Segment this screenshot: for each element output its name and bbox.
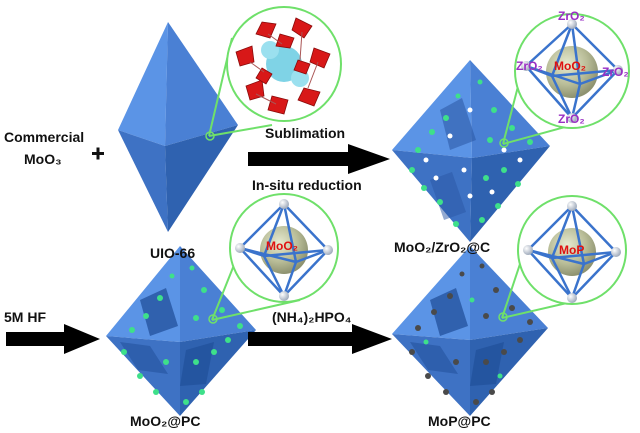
uio66-crystal-structure — [235, 17, 331, 115]
plus-sign — [92, 147, 104, 160]
moo2-pc-octahedron — [106, 246, 256, 416]
moo2-zro2-core-shell — [521, 19, 623, 123]
mop-pc-pores — [409, 263, 533, 405]
zro2-left-label: ZrO₂ — [516, 59, 543, 73]
moo2-zro2-c-white-dots — [423, 107, 523, 199]
commercial-label: Commercial — [4, 129, 85, 145]
moo2-zro2-c-particles — [409, 79, 533, 227]
uio66-label: UIO-66 — [150, 245, 196, 261]
mop-pc-label: MoP@PC — [428, 413, 491, 429]
mop-pc-particles — [423, 297, 503, 379]
uio66-octahedron — [118, 22, 238, 232]
zro2-top-label: ZrO₂ — [558, 9, 585, 23]
hf-arrow — [6, 324, 100, 354]
moo2-center-label: MoO₂ — [554, 59, 586, 73]
moo2-pc-core-shell — [235, 199, 333, 301]
moo2-zro2-c-label: MoO₂/ZrO₂@C — [394, 239, 491, 255]
mop-inset-label: MoP — [559, 243, 585, 257]
zro2-right-label: ZrO₂ — [602, 65, 629, 79]
insitu-reduction-label: In-situ reduction — [252, 177, 362, 193]
zro2-bottom-label: ZrO₂ — [558, 112, 585, 126]
mop-core-shell — [523, 201, 621, 303]
hf-label: 5M HF — [4, 309, 46, 325]
moo2-pc-label: MoO₂@PC — [130, 413, 201, 429]
nh4-hpo4-label: (NH₄)₂HPO₄ — [272, 309, 352, 325]
sublimation-label: Sublimation — [265, 125, 346, 141]
mop-pc-octahedron — [392, 246, 548, 416]
phosphidation-arrow — [248, 324, 392, 354]
moo2-pc-particles — [121, 265, 243, 405]
moo3-label: MoO₃ — [24, 151, 62, 167]
moo2-inset-label: MoO₂ — [266, 239, 298, 253]
sublimation-arrow — [248, 144, 390, 174]
